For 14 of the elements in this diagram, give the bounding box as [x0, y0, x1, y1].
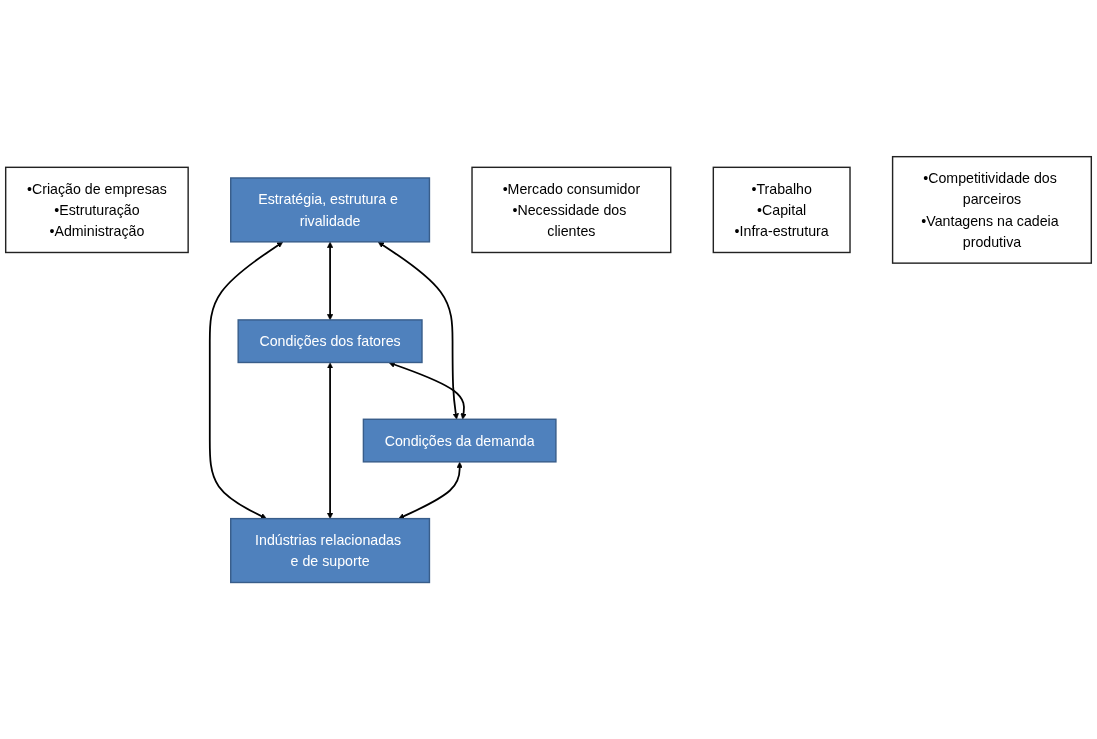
arrow — [326, 241, 334, 321]
node-box: •Mercado consumidor •Necessidade dos clientes — [471, 166, 672, 254]
node-box: Condições dos fatores — [237, 319, 423, 364]
arrow — [326, 362, 334, 519]
arrow — [377, 241, 459, 420]
node-box: •Trabalho •Capital •Infra-estrutura — [712, 166, 851, 254]
node-box: •Criação de empresas •Estruturação •Administração — [5, 166, 189, 254]
node-box: Condições da demanda — [362, 418, 557, 463]
arrow — [398, 461, 463, 519]
node-box: •Competitividade dos parceiros •Vantagens na cadeia produtiva — [891, 155, 1092, 264]
node-box: Estratégia, estrutura e rivalidade — [230, 177, 431, 243]
arrow — [208, 241, 284, 519]
node-box: Indústrias relacionadas e de suporte — [230, 517, 431, 584]
arrow — [388, 361, 467, 420]
